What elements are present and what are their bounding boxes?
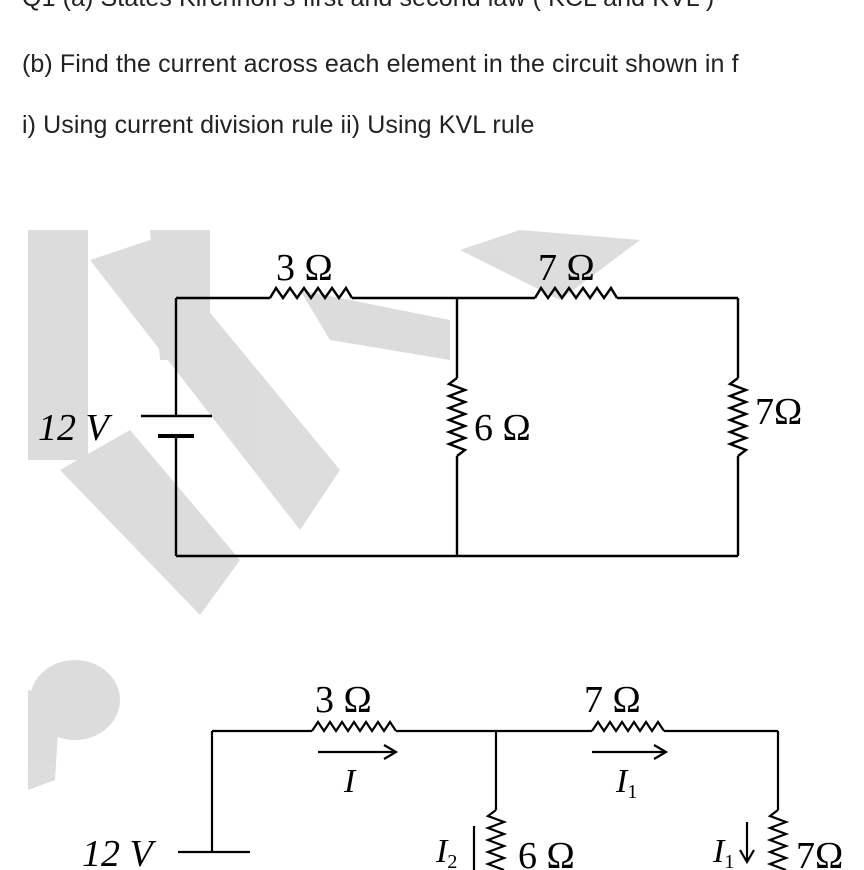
resistor-6ohm-middle xyxy=(445,377,469,457)
watermark-logo xyxy=(28,230,640,790)
circuit-2 xyxy=(178,720,790,870)
label-7ohm-2: 7 Ω xyxy=(584,679,641,721)
label-12v-2: 12 V xyxy=(82,833,157,870)
label-current-i1-right: I1 xyxy=(712,833,734,870)
resistor-7ohm-top xyxy=(533,285,619,301)
label-current-i2: I2 xyxy=(435,833,457,870)
question-part-a: Q1 (a) States Kirchhoff's first and seco… xyxy=(22,0,714,13)
label-7ohm-right-2: 7Ω xyxy=(796,835,843,870)
resistor-3ohm-2 xyxy=(311,720,397,733)
resistor-7ohm-right xyxy=(726,377,750,457)
label-7ohm-top: 7 Ω xyxy=(538,247,595,289)
label-3ohm-2: 3 Ω xyxy=(315,679,372,721)
label-3ohm: 3 Ω xyxy=(276,247,333,289)
circuit-1 xyxy=(141,285,750,558)
question-part-b: (b) Find the current across each element… xyxy=(22,50,739,78)
label-current-i: I xyxy=(343,763,357,800)
resistor-3ohm-top xyxy=(268,285,354,301)
resistor-7ohm-2 xyxy=(591,720,665,733)
label-6ohm-2: 6 Ω xyxy=(518,835,575,870)
question-sub-parts: i) Using current division rule ii) Using… xyxy=(22,111,535,139)
label-7ohm-right: 7Ω xyxy=(755,391,802,433)
label-current-i1: I1 xyxy=(615,763,637,803)
label-6ohm: 6 Ω xyxy=(474,407,531,449)
label-12v: 12 V xyxy=(38,407,113,449)
